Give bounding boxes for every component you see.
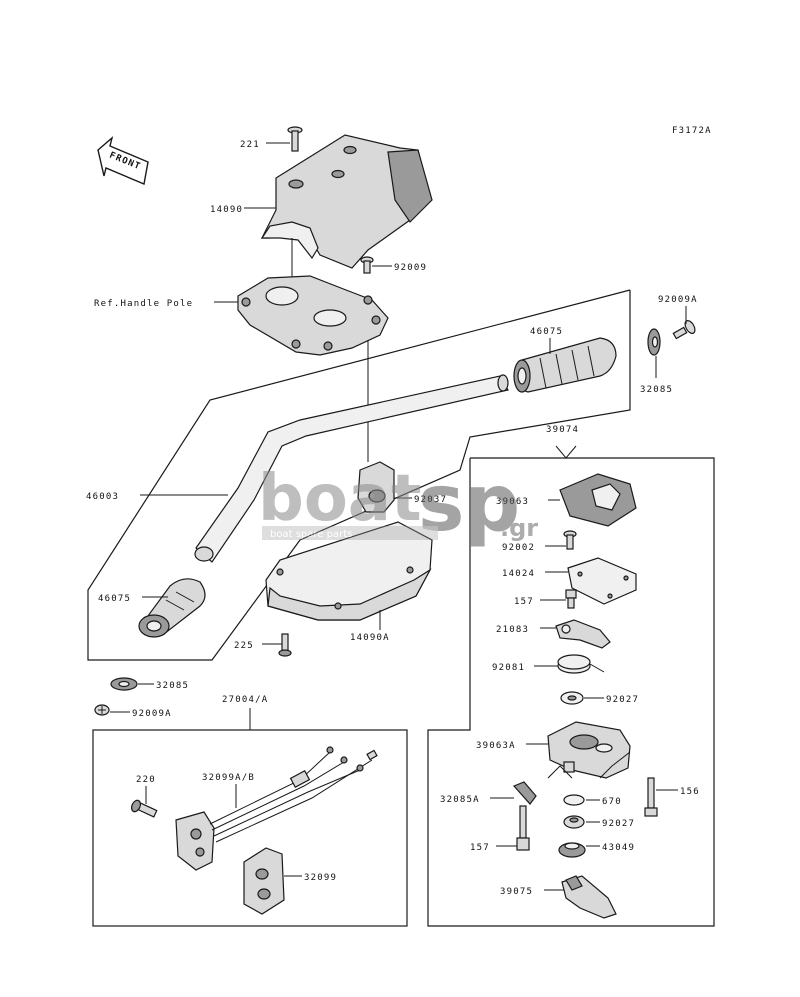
- lever-21083: [555, 619, 611, 649]
- label-ref-handle-pole: Ref.Handle Pole: [94, 299, 193, 309]
- label-220: 220: [136, 775, 156, 785]
- label-92081: 92081: [492, 663, 525, 673]
- grip-46075-bottom: [138, 578, 206, 638]
- switch-32099: [243, 847, 285, 915]
- label-46075-bottom: 46075: [98, 594, 131, 604]
- throttle-lever-39075: [561, 875, 617, 919]
- label-670: 670: [602, 797, 622, 807]
- washer-92027-bottom-icon: [563, 815, 585, 829]
- label-92009: 92009: [394, 263, 427, 273]
- grip-46075-top: [513, 337, 617, 393]
- label-92027-top: 92027: [606, 695, 639, 705]
- handle-pole-plate: [237, 275, 389, 356]
- bolt-157-top-icon: [565, 589, 577, 609]
- screw-221-icon: [287, 126, 303, 152]
- label-39063: 39063: [496, 497, 529, 507]
- watermark-tld: .gr: [500, 514, 538, 542]
- clamp-92037: [357, 461, 395, 513]
- label-156: 156: [680, 787, 700, 797]
- label-32099AB: 32099A/B: [202, 773, 255, 783]
- handlebar-46003: [194, 374, 509, 563]
- throttle-housing-39063A: [547, 721, 631, 779]
- screw-220-icon: [130, 799, 158, 818]
- label-92037: 92037: [414, 495, 447, 505]
- o-ring-670-icon: [563, 794, 585, 806]
- seal-43049-icon: [558, 842, 586, 858]
- label-32085-top: 32085: [640, 385, 673, 395]
- label-39075: 39075: [500, 887, 533, 897]
- lower-cover-14090A: [265, 521, 433, 621]
- gasket-14024: [567, 557, 637, 605]
- label-225: 225: [234, 641, 254, 651]
- switch-housing-32099AB: [175, 746, 378, 871]
- washer-32085-top-icon: [647, 328, 661, 356]
- label-92002: 92002: [502, 543, 535, 553]
- label-46003: 46003: [86, 492, 119, 502]
- washer-32085-bottom-icon: [110, 677, 138, 691]
- label-221: 221: [240, 140, 260, 150]
- spring-92081: [557, 654, 605, 674]
- label-157-bottom: 157: [470, 843, 490, 853]
- washer-92027-top-icon: [560, 691, 584, 705]
- screw-92009-icon: [360, 256, 374, 274]
- front-arrow-icon: FRONT: [97, 136, 149, 185]
- figure-code: F3172A: [672, 126, 712, 136]
- label-39074: 39074: [546, 425, 579, 435]
- label-43049: 43049: [602, 843, 635, 853]
- throttle-group-outline: [427, 457, 715, 927]
- watermark-brand-sp: sp: [418, 459, 520, 549]
- label-92009A-top: 92009A: [658, 295, 698, 305]
- watermark-logo: boat sp .gr boat spare parts: [258, 459, 538, 549]
- screw-92002-icon: [563, 530, 577, 550]
- watermark-tagline: boat spare parts: [270, 529, 352, 540]
- label-27004A: 27004/A: [222, 695, 268, 705]
- label-39063A: 39063A: [476, 741, 516, 751]
- label-32085-bottom: 32085: [156, 681, 189, 691]
- label-14090: 14090: [210, 205, 243, 215]
- label-14024: 14024: [502, 569, 535, 579]
- screw-92009A-bottom-icon: [94, 704, 110, 716]
- label-14090A: 14090A: [350, 633, 390, 643]
- screw-92009A-top-icon: [672, 320, 696, 340]
- bolt-156-icon: [644, 777, 658, 817]
- label-92027-bottom: 92027: [602, 819, 635, 829]
- label-157-top: 157: [514, 597, 534, 607]
- label-32099: 32099: [304, 873, 337, 883]
- label-32085A: 32085A: [440, 795, 480, 805]
- label-46075-top: 46075: [530, 327, 563, 337]
- screw-225-icon: [278, 633, 292, 657]
- label-21083: 21083: [496, 625, 529, 635]
- watermark-brand-main: boat: [258, 462, 422, 536]
- throttle-cover-39063: [559, 473, 637, 527]
- bolt-157-bottom-icon: [516, 805, 530, 851]
- label-92009A-bottom: 92009A: [132, 709, 172, 719]
- handle-cover-14090: [260, 134, 433, 269]
- washer-32085A-icon: [512, 781, 537, 805]
